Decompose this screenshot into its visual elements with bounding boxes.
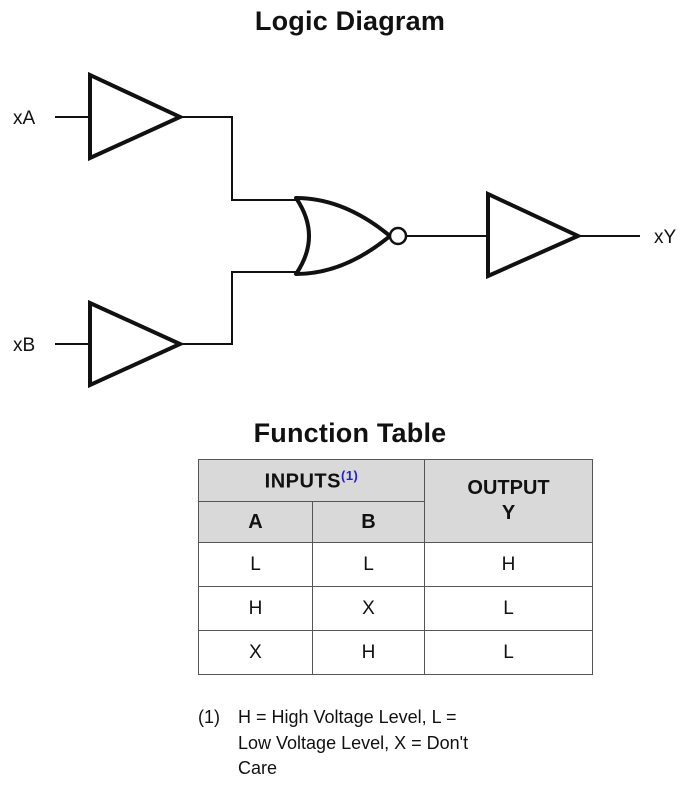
cell-y: L <box>424 586 594 631</box>
input-a-label: xA <box>13 108 36 129</box>
cell-y: L <box>424 630 594 675</box>
cell-b: X <box>311 586 426 631</box>
header-output-signal: Y <box>501 502 516 524</box>
cell-a: X <box>198 630 313 675</box>
header-inputs: INPUTS(1) <box>197 459 426 502</box>
header-output-label: OUTPUT <box>467 477 550 499</box>
cell-a: L <box>198 542 313 587</box>
nor-gate-symbol <box>294 196 392 276</box>
output-buffer-symbol <box>486 190 583 280</box>
nor-gate-bubble-icon <box>388 226 408 246</box>
wire-buffer-a-to-nor <box>180 116 296 201</box>
header-output: OUTPUT Y <box>424 459 594 543</box>
logic-diagram-title: Logic Diagram <box>254 6 446 36</box>
cell-y: H <box>424 542 594 587</box>
buffer-b-symbol <box>88 299 185 389</box>
table-row: X H L <box>198 630 594 675</box>
input-b-label: xB <box>13 335 35 356</box>
table-footnote: (1) H = High Voltage Level, L = Low Volt… <box>198 705 618 782</box>
header-col-b: B <box>311 501 426 543</box>
footnote-marker: (1) <box>198 707 220 727</box>
cell-b: L <box>311 542 426 587</box>
table-header-row-2: A B <box>198 501 593 543</box>
table-row: H X L <box>198 586 594 631</box>
function-table-title: Function Table <box>253 418 447 448</box>
cell-b: H <box>311 630 426 675</box>
table-header-row-1: INPUTS(1) OUTPUT Y <box>197 459 594 543</box>
output-y-label: xY <box>654 227 677 248</box>
header-inputs-label: INPUTS <box>264 470 341 493</box>
table-row: L L H <box>198 542 594 587</box>
function-table: INPUTS(1) OUTPUT Y A B L L H H X L X H L <box>197 459 594 675</box>
cell-a: H <box>198 586 313 631</box>
wire-buffer-b-to-nor <box>180 271 296 345</box>
logic-diagram: xA xB xY <box>13 71 677 389</box>
header-inputs-footnote-marker: (1) <box>340 467 359 483</box>
header-col-a: A <box>198 501 313 543</box>
footnote-text: H = High Voltage Level, L = Low Voltage … <box>238 707 469 779</box>
buffer-a-symbol <box>88 71 185 162</box>
